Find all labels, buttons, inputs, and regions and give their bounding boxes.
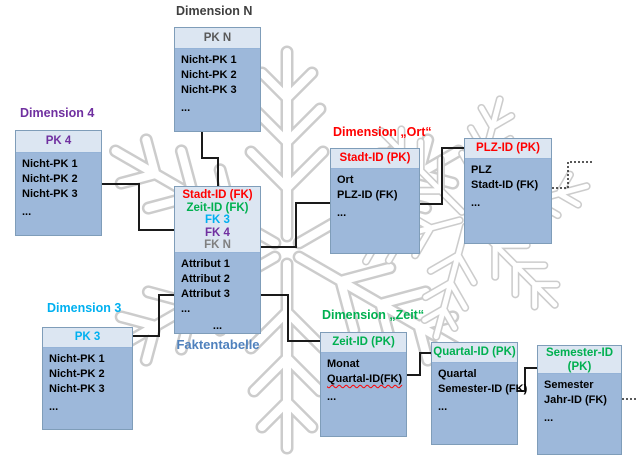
table-row: ... [544,412,554,424]
table-row: ... [327,391,337,403]
connector-dimension-4-fact [102,183,174,231]
dimension-zeit-body: Monat Quartal-ID(FK) ... [321,353,406,436]
quartal-body: Quartal Semester-ID (FK) ... [432,363,528,444]
dimension-4-body: Nicht-PK 1 Nicht-PK 2 Nicht-PK 3 ... [16,153,101,235]
fact-fk-row: FK N [204,239,231,252]
dimension-ort-pk-header: Stadt-ID (PK) [331,149,419,169]
table-row: Attribut 3 [181,288,230,300]
dimension-zeit-table: Zeit-ID (PK) Monat Quartal-ID(FK) ... [320,332,407,437]
table-row: ... [181,102,191,114]
table-row: PLZ [471,164,492,176]
plz-pk-header: PLZ-ID (PK) [465,139,551,159]
dimension-3-body: Nicht-PK 1 Nicht-PK 2 Nicht-PK 3 ... [43,348,132,429]
dimension-n-title: Dimension N [176,4,253,18]
connector-quartal-semester [518,367,537,392]
connector-dimension-3-fact [133,294,174,337]
quartal-table: Quartal-ID (PK) Quartal Semester-ID (FK)… [431,342,528,445]
dimension-3-title: Dimension 3 [47,301,122,315]
dimension-zeit-title: Dimension „Zeit“ [322,308,425,322]
table-row: Ort [337,174,354,186]
table-row-spellcheck: Quartal-ID(FK) [327,373,403,385]
dimension-ort-body: Ort PLZ-ID (FK) ... [331,169,419,253]
quartal-pk-header: Quartal-ID (PK) [432,343,517,363]
dimension-n-body: Nicht-PK 1 Nicht-PK 2 Nicht-PK 3 ... [175,49,260,131]
table-row: ... [471,197,481,209]
semester-pk-header: Semester-ID (PK) [538,346,621,374]
dimension-3-table: PK 3 Nicht-PK 1 Nicht-PK 2 Nicht-PK 3 ..… [42,327,133,430]
table-row: Nicht-PK 2 [181,69,237,81]
table-row: Stadt-ID (FK) [471,179,539,191]
connector-ort-plz [420,147,464,205]
fact-table-label: Faktentabelle [176,337,260,352]
dimension-zeit-pk-header: Zeit-ID (PK) [321,333,406,353]
table-row: Nicht-PK 2 [49,368,105,380]
table-row: ... [181,303,191,315]
fact-fk-row: Stadt-ID (FK) [182,189,253,201]
fact-table: Stadt-ID (FK) Zeit-ID (FK) FK 3 FK 4 FK … [174,186,261,334]
plz-body: PLZ Stadt-ID (FK) ... [465,159,551,243]
table-row: Attribut 2 [181,273,230,285]
table-row: Nicht-PK 3 [181,84,237,96]
dimension-4-pk-header: PK 4 [16,131,101,153]
table-row: Nicht-PK 1 [181,54,237,66]
table-row: Nicht-PK 1 [49,353,105,365]
table-row: Nicht-PK 3 [49,383,105,395]
table-row: Semester [544,379,594,391]
dimension-n-pk-header: PK N [175,28,260,49]
table-row: ... [49,401,59,413]
dimension-ort-title: Dimension „Ort“ [333,125,432,139]
fact-table-fk-header: Stadt-ID (FK) Zeit-ID (FK) FK 3 FK 4 FK … [175,187,260,253]
dimension-n-table: PK N Nicht-PK 1 Nicht-PK 2 Nicht-PK 3 ..… [174,27,261,132]
semester-table: Semester-ID (PK) Semester Jahr-ID (FK) .… [537,345,622,455]
connector-fact-zeit [261,294,320,342]
table-row: ... [22,206,32,218]
connector-zeit-quartal [407,352,431,376]
dimension-ort-table: Stadt-ID (PK) Ort PLZ-ID (FK) ... [330,148,420,254]
dimension-3-pk-header: PK 3 [43,328,132,348]
table-row: Nicht-PK 1 [22,158,78,170]
table-row: Jahr-ID (FK) [544,394,607,406]
fact-fk-row: FK 4 [205,226,230,239]
table-row: Attribut 1 [181,258,230,270]
table-row: Semester-ID (FK) [438,383,528,395]
semester-body: Semester Jahr-ID (FK) ... [538,374,621,454]
plz-table: PLZ-ID (PK) PLZ Stadt-ID (FK) ... [464,138,552,244]
dimension-4-table: PK 4 Nicht-PK 1 Nicht-PK 2 Nicht-PK 3 ..… [15,130,102,236]
connector-fact-ort [261,202,330,248]
table-row: ... [212,320,223,332]
table-row: ... [438,401,448,413]
table-row: Nicht-PK 2 [22,173,78,185]
table-row: Nicht-PK 3 [22,188,78,200]
fact-fk-row: FK 3 [205,214,230,227]
fact-table-body: Attribut 1 Attribut 2 Attribut 3 ... ... [175,253,260,333]
connector-plz-continuation-dotted [552,161,593,189]
table-row: Quartal [438,368,477,380]
table-row: ... [337,207,347,219]
dimension-4-title: Dimension 4 [20,106,95,120]
fact-fk-row: Zeit-ID (FK) [186,201,249,214]
table-row: Monat [327,358,360,370]
connector-dimension-n-fact [201,130,219,186]
table-row: PLZ-ID (FK) [337,189,398,201]
